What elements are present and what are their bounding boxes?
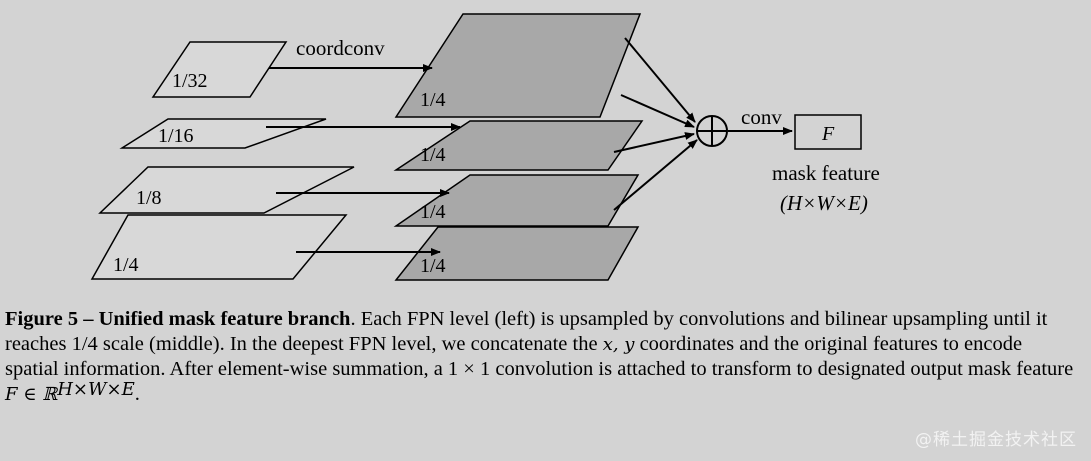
caption-end: .	[134, 382, 140, 405]
upsampled-map-4	[394, 226, 640, 281]
caption-line-3: and the original features to encode spat…	[5, 332, 1023, 381]
element-wise-sum-icon	[696, 115, 728, 147]
upsampled-map-2	[393, 120, 644, 171]
fpn-label-1-16: 1/16	[158, 125, 194, 147]
mask-feature-label: mask feature	[772, 161, 880, 185]
caption-line-1: . Each FPN level (left) is upsampled by …	[350, 308, 888, 330]
caption-math-xy: x, y	[602, 333, 635, 355]
fpn-level-1-4	[90, 214, 348, 280]
arrow-sum-2	[620, 94, 695, 128]
upsampled-label-1: 1/4	[420, 89, 446, 111]
fpn-level-1-8	[98, 166, 355, 214]
caption-math-sup: H×W×E	[57, 378, 135, 400]
fpn-level-1-16	[119, 118, 327, 149]
upsampled-map-1	[394, 13, 642, 118]
mask-feature-dims: (H×W×E)	[780, 191, 868, 215]
fpn-level-1-32	[151, 41, 288, 98]
coordconv-label: coordconv	[296, 36, 385, 60]
fpn-label-1-32: 1/32	[172, 70, 208, 92]
figure-caption: Figure 5 – Unified mask feature branch. …	[5, 307, 1080, 407]
fpn-label-1-4: 1/4	[113, 254, 139, 276]
conv-label: conv	[741, 105, 782, 129]
fpn-label-1-8: 1/8	[136, 187, 162, 209]
arrow-sum-4	[613, 139, 698, 211]
mask-feature-branch-diagram: 1/32 1/16 1/8 1/4 1/4 1/4 1/4 1/4 coordc…	[90, 13, 880, 281]
caption-line-2b: coordinates	[639, 332, 735, 355]
arrow-sum-3	[613, 132, 695, 153]
caption-line-2: upsampling until it reaches 1/4 scale (m…	[5, 308, 1048, 355]
output-box	[794, 114, 862, 150]
watermark-text: @稀土掘金技术社区	[915, 430, 1077, 450]
upsampled-label-4: 1/4	[420, 255, 446, 277]
caption-title: Figure 5 – Unified mask feature branch	[5, 308, 351, 330]
arrow-sum-1	[624, 37, 696, 123]
output-box-label: F	[821, 123, 835, 145]
upsampled-label-2: 1/4	[420, 144, 446, 166]
caption-line-4: attached to transform to designated outp…	[617, 358, 1074, 381]
upsampled-label-3: 1/4	[420, 201, 446, 223]
caption-math-F: F ∈ ℝ	[5, 383, 58, 405]
upsampled-map-3	[393, 174, 640, 227]
